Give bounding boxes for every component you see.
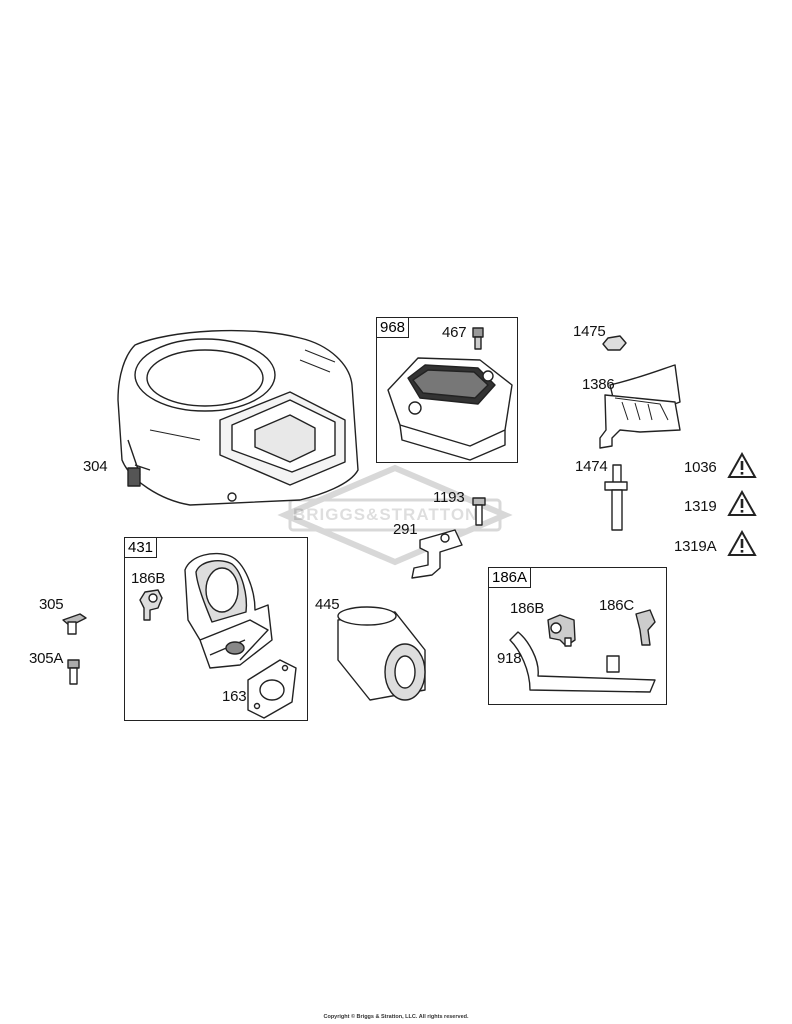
sleeve-drawing: [606, 655, 620, 673]
kit-box-186A-tag: 186A: [488, 567, 532, 588]
part-label-1036: 1036: [684, 459, 717, 476]
part-label-1319: 1319: [684, 498, 717, 515]
part-label-1474: 1474: [575, 458, 608, 475]
gasket-drawing: [247, 659, 297, 719]
part-label-291: 291: [393, 521, 418, 538]
part-label-305A: 305A: [29, 650, 64, 667]
kit-box-186A: 186A: [488, 567, 667, 705]
air-cleaner-base-drawing: [184, 552, 273, 669]
brand-watermark-text: BRIGGS&STRATTON: [293, 505, 479, 524]
part-label-1319A: 1319A: [674, 538, 717, 555]
bracket-291-drawing: [411, 529, 463, 579]
fitting-186B-drawing: [547, 614, 576, 647]
air-filter-drawing: [337, 606, 426, 701]
hose-drawing: [509, 631, 656, 693]
screw-305-drawing: [62, 613, 87, 635]
warning-icon: [727, 490, 757, 516]
stud-1474-drawing: [604, 464, 628, 531]
kit-box-431-tag: 431: [124, 537, 158, 558]
part-label-186B-box186A: 186B: [510, 600, 545, 617]
part-label-186C: 186C: [599, 597, 635, 614]
copyright-notice: Copyright © Briggs & Stratton, LLC. All …: [323, 1014, 469, 1020]
cover-drawing: [387, 357, 513, 461]
warning-icon: [727, 452, 757, 478]
part-label-918: 918: [497, 650, 522, 667]
kit-box-968-tag: 968: [376, 317, 410, 338]
elbow-fitting-drawing: [139, 589, 163, 621]
part-label-163: 163: [222, 688, 247, 705]
kit-box-431: 431: [124, 537, 308, 721]
blower-housing-drawing: [117, 329, 359, 506]
fitting-186C-drawing: [635, 609, 656, 646]
kit-box-968: 968: [376, 317, 518, 463]
part-label-445: 445: [315, 596, 340, 613]
part-label-304: 304: [83, 458, 108, 475]
screw-305A-drawing: [67, 659, 80, 685]
part-label-186B-box431: 186B: [131, 570, 166, 587]
nut-1475-drawing: [602, 335, 627, 351]
warning-icon: [727, 530, 757, 556]
part-label-1386: 1386: [582, 376, 615, 393]
shield-bracket-drawing: [599, 364, 681, 449]
part-label-305: 305: [39, 596, 64, 613]
part-label-467: 467: [442, 324, 467, 341]
screw-467-drawing: [472, 327, 484, 350]
screw-1193-drawing: [472, 497, 486, 526]
part-label-1193: 1193: [433, 489, 465, 506]
part-label-1475: 1475: [573, 323, 606, 340]
